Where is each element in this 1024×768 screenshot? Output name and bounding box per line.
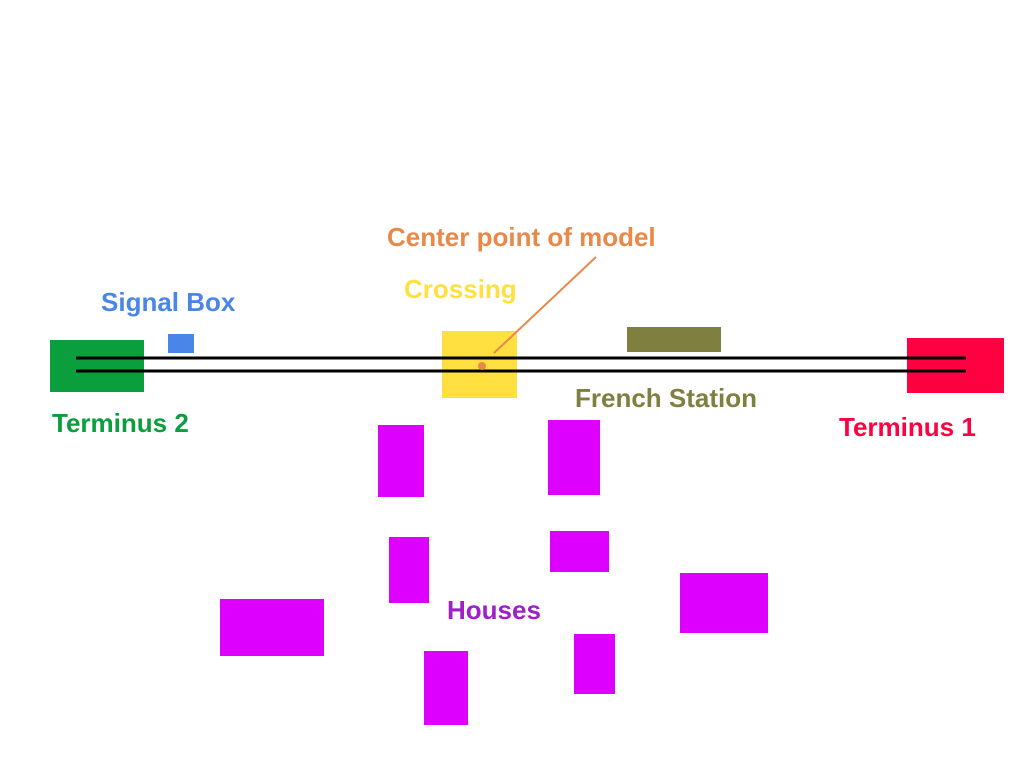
terminus-1-label: Terminus 1 (839, 412, 976, 442)
crossing-label: Crossing (404, 274, 517, 304)
signal-box-block (168, 334, 194, 353)
signal-box-label: Signal Box (101, 287, 236, 317)
french-station-block (627, 327, 721, 352)
houses-label: Houses (447, 595, 541, 625)
house (424, 651, 468, 725)
terminus-2-block (50, 340, 144, 392)
house (550, 531, 609, 572)
crossing-block (442, 331, 517, 398)
house (378, 425, 424, 497)
center-point-label: Center point of model (387, 222, 656, 252)
terminus-2-label: Terminus 2 (52, 408, 189, 438)
house (574, 634, 615, 694)
house (389, 537, 429, 603)
terminus-1-block (907, 338, 1004, 393)
house (548, 420, 600, 495)
house (680, 573, 768, 633)
french-station-label: French Station (575, 383, 758, 413)
house (220, 599, 324, 656)
